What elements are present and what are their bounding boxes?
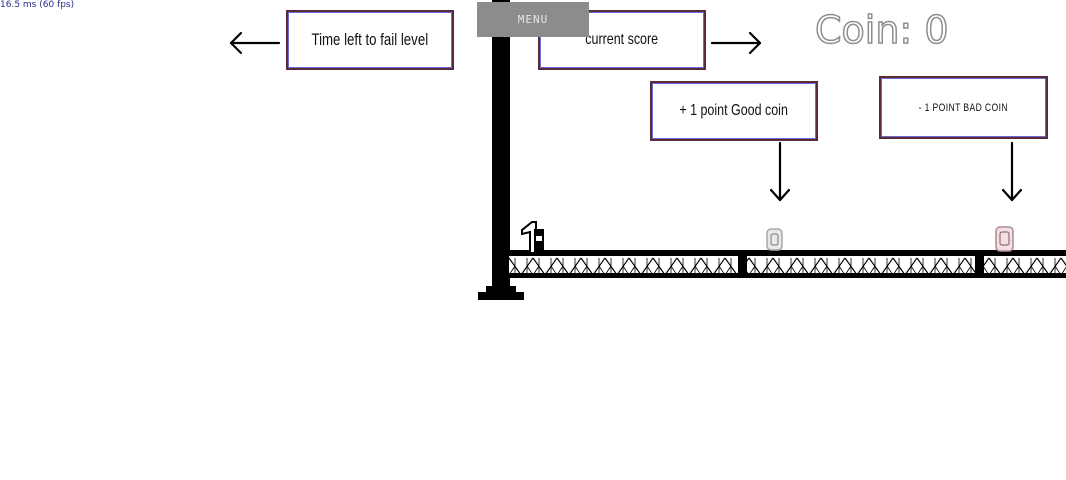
coin-counter-value: 0 (924, 7, 950, 53)
arrow-down-icon (1001, 141, 1023, 202)
arrow-right-icon (710, 31, 762, 55)
frame-time-readout: 16.5 ms (60 fps) (0, 0, 75, 10)
tooltip-time-left-text: Time left to fail level (311, 30, 429, 49)
coin-counter: Coin: 0 (814, 7, 950, 53)
tooltip-good-coin-text: + 1 point Good coin (679, 102, 789, 119)
coin-counter-label: Coin: (814, 7, 925, 53)
menu-button-label: MENU (517, 13, 549, 26)
arrow-down-icon (769, 141, 791, 202)
player-character (521, 221, 546, 256)
ground-bridge (509, 250, 1066, 278)
tooltip-bad-coin-text: - 1 POINT BAD COIN (918, 101, 1009, 114)
tooltip-current-score: current score (538, 10, 706, 70)
arrow-left-icon (229, 31, 281, 55)
good-coin (766, 228, 783, 251)
pole (478, 0, 524, 300)
tooltip-time-left: Time left to fail level (286, 10, 454, 70)
bad-coin (995, 226, 1014, 252)
tooltip-good-coin: + 1 point Good coin (650, 81, 818, 141)
tooltip-bad-coin: - 1 POINT BAD COIN (879, 76, 1048, 139)
menu-button[interactable]: MENU (477, 2, 589, 37)
tooltip-current-score-text: current score (585, 31, 659, 48)
